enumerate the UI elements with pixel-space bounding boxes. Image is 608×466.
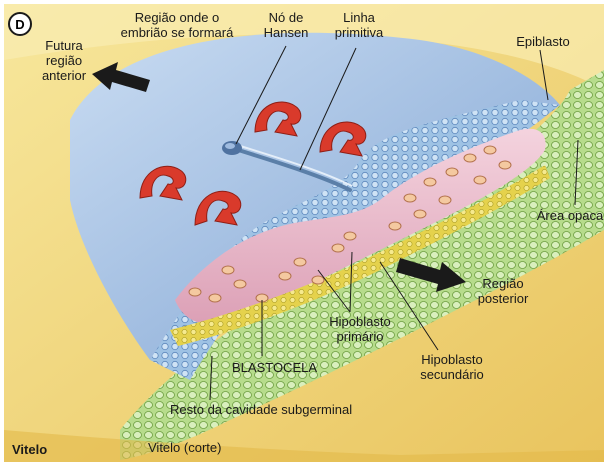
label-posterior-region: Região posterior: [470, 276, 536, 306]
label-epiblast: Epiblasto: [508, 34, 578, 49]
label-subgerminal-cavity: Resto da cavidade subgerminal: [170, 402, 352, 417]
label-primitive-streak: Linha primitiva: [330, 10, 388, 40]
label-secondary-hypoblast: Hipoblasto secundário: [412, 352, 492, 382]
label-future-anterior: Futura região anterior: [30, 38, 98, 83]
label-yolk: Vitelo: [12, 442, 47, 457]
label-primary-hypoblast: Hipoblasto primário: [324, 314, 396, 344]
label-embryo-region: Região onde o embrião se formará: [112, 10, 242, 40]
panel-letter-badge: D: [8, 12, 32, 36]
label-blastocoel: BLASTOCELA: [232, 360, 317, 375]
label-hensen-node: Nó de Hansen: [258, 10, 314, 40]
label-yolk-cut: Vitelo (corte): [148, 440, 221, 455]
label-area-opaca: Área opaca: [534, 208, 606, 223]
